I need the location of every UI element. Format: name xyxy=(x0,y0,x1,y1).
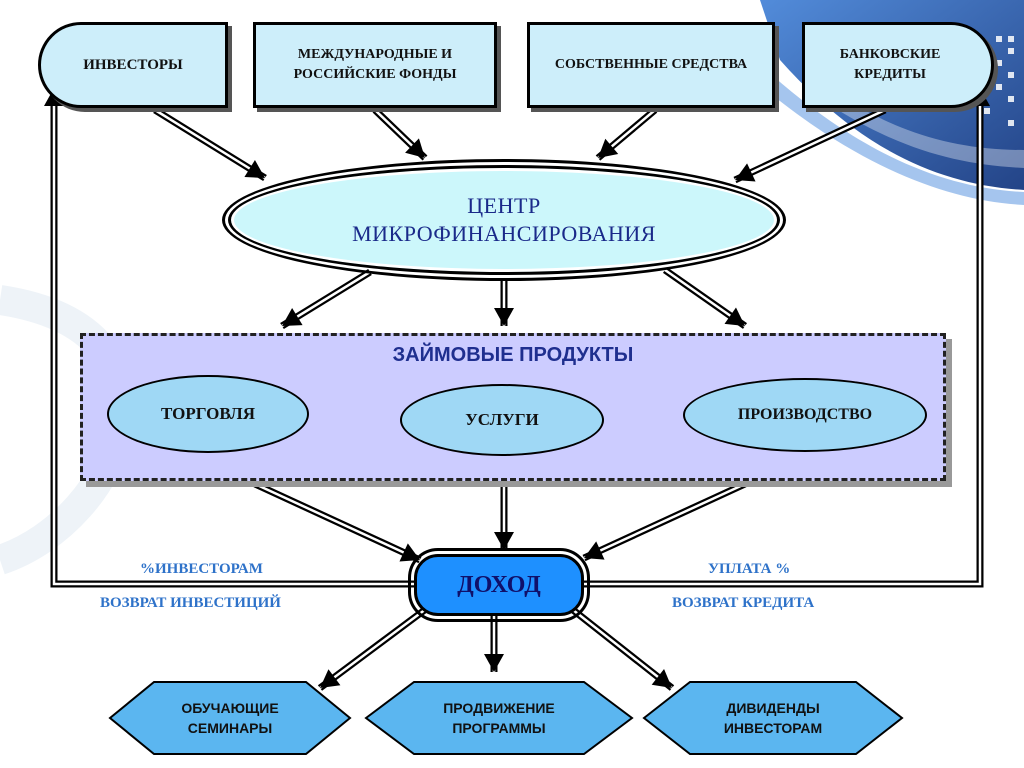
outcome-seminars: ОБУЧАЮЩИЕ СЕМИНАРЫ xyxy=(104,678,356,758)
product-trade: ТОРГОВЛЯ xyxy=(107,375,309,453)
product-services-label: УСЛУГИ xyxy=(465,410,539,429)
flow-label-interest-payment: УПЛАТА % xyxy=(708,561,791,577)
arrow-return-to-bank xyxy=(584,88,990,588)
microfinance-center-label: ЦЕНТР МИКРОФИНАНСИРОВАНИЯ xyxy=(352,193,656,246)
arrow-income-to-dividends xyxy=(565,603,675,691)
outcome-seminars-label: ОБУЧАЮЩИЕ СЕМИНАРЫ xyxy=(181,700,279,736)
source-investors: ИНВЕСТОРЫ xyxy=(38,22,228,108)
source-funds-label: МЕЖДУНАРОДНЫЕ И РОССИЙСКИЕ ФОНДЫ xyxy=(293,47,457,82)
outcome-seminars-shape xyxy=(108,681,352,755)
source-own-funds-label: СОБСТВЕННЫЕ СРЕДСТВА xyxy=(554,57,748,72)
arrow-funds-to-center xyxy=(372,107,428,161)
income-node: ДОХОД xyxy=(408,548,590,622)
source-own-funds: СОБСТВЕННЫЕ СРЕДСТВА xyxy=(527,22,775,108)
arrow-center-to-middle xyxy=(494,278,514,326)
outcome-dividends: ДИВИДЕНДЫ ИНВЕСТОРАМ xyxy=(640,678,906,758)
outcome-dividends-label: ДИВИДЕНДЫ ИНВЕСТОРАМ xyxy=(723,700,823,736)
outcome-dividends-shape xyxy=(642,681,904,755)
outcome-promotion-shape xyxy=(364,681,634,755)
flow-label-investment-return: ВОЗВРАТ ИНВЕСТИЦИЙ xyxy=(100,595,281,611)
product-services: УСЛУГИ xyxy=(400,384,604,456)
source-funds: МЕЖДУНАРОДНЫЕ И РОССИЙСКИЕ ФОНДЫ xyxy=(253,22,497,108)
income-label: ДОХОД xyxy=(457,571,541,598)
flow-label-credit-return: ВОЗВРАТ КРЕДИТА xyxy=(672,595,815,611)
arrow-income-to-seminars xyxy=(317,603,433,691)
product-production: ПРОИЗВОДСТВО xyxy=(683,378,927,452)
product-trade-label: ТОРГОВЛЯ xyxy=(161,404,255,423)
arrow-center-to-left xyxy=(280,269,372,329)
arrow-center-to-right xyxy=(662,267,748,329)
arrow-investors-to-center xyxy=(153,107,267,181)
arrow-bank-to-center xyxy=(733,106,887,184)
source-bank-credits: БАНКОВСКИЕ КРЕДИТЫ xyxy=(802,22,994,108)
loan-products-panel: ЗАЙМОВЫЕ ПРОДУКТЫ ТОРГОВЛЯ УСЛУГИ ПРОИЗВ… xyxy=(80,333,946,481)
arrow-products-middle-to-income xyxy=(494,484,514,550)
source-bank-credits-label: БАНКОВСКИЕ КРЕДИТЫ xyxy=(839,47,941,82)
arrow-products-right-to-income xyxy=(582,480,747,562)
arrow-own-funds-to-center xyxy=(595,107,658,161)
outcome-promotion: ПРОДВИЖЕНИЕ ПРОГРАММЫ xyxy=(362,678,636,758)
microfinance-center: ЦЕНТР МИКРОФИНАНСИРОВАНИЯ xyxy=(222,159,786,281)
arrow-products-left-to-income xyxy=(253,480,422,564)
source-investors-label: ИНВЕСТОРЫ xyxy=(83,57,183,73)
outcome-promotion-label: ПРОДВИЖЕНИЕ ПРОГРАММЫ xyxy=(443,700,555,736)
arrow-income-to-promotion xyxy=(484,616,504,672)
loan-products-title: ЗАЙМОВЫЕ ПРОДУКТЫ xyxy=(392,344,634,366)
flow-label-percent-investors: %ИНВЕСТОРАМ xyxy=(140,561,263,577)
product-production-label: ПРОИЗВОДСТВО xyxy=(737,406,873,423)
